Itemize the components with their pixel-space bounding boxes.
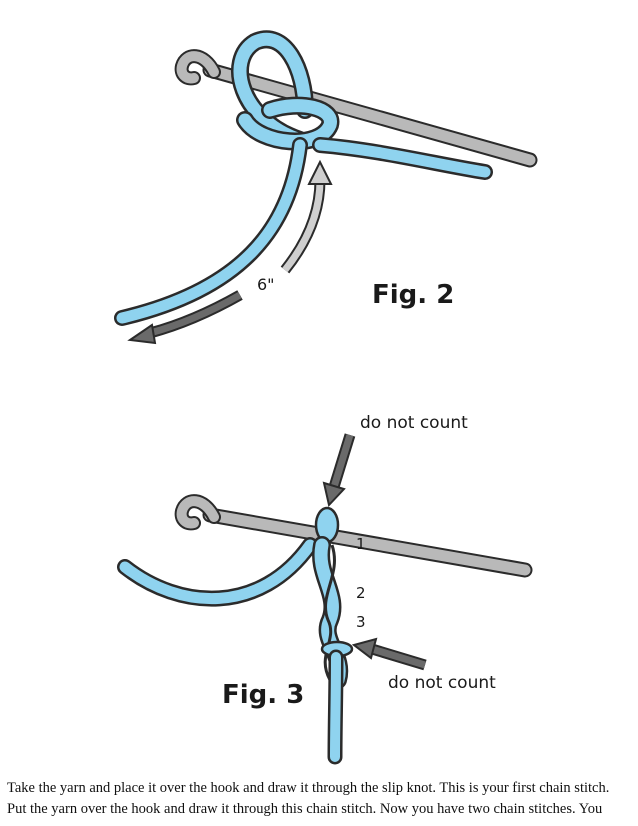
chain-number-1: 1	[356, 535, 366, 553]
figure-2: 6" Fig. 2	[0, 0, 638, 380]
figure-3-label: Fig. 3	[222, 680, 305, 710]
chain-number-2: 2	[356, 584, 366, 602]
figure-3: do not count 1 2 3 do not count Fig. 3	[0, 395, 638, 775]
fig3-illustration	[117, 433, 533, 765]
crochet-hook-icon	[174, 494, 533, 578]
yarn-slip-knot-icon	[114, 30, 493, 326]
arrow-left-icon	[127, 290, 243, 345]
arrow-up-icon	[280, 159, 333, 274]
arrow-left-icon	[351, 637, 427, 671]
annotation-bottom: do not count	[388, 673, 496, 693]
instruction-line-2: Put the yarn over the hook and draw it t…	[7, 801, 603, 817]
chain-number-3: 3	[356, 613, 366, 631]
fig2-illustration	[114, 30, 538, 345]
measurement-label: 6"	[257, 275, 275, 294]
instruction-text: Take the yarn and place it over the hook…	[7, 778, 635, 820]
yarn-chain-icon	[117, 506, 354, 765]
crochet-hook-icon	[174, 49, 538, 168]
instruction-line-1: Take the yarn and place it over the hook…	[7, 780, 610, 796]
annotation-top: do not count	[360, 413, 468, 433]
arrow-down-icon	[322, 433, 356, 508]
figure-2-label: Fig. 2	[372, 280, 455, 310]
